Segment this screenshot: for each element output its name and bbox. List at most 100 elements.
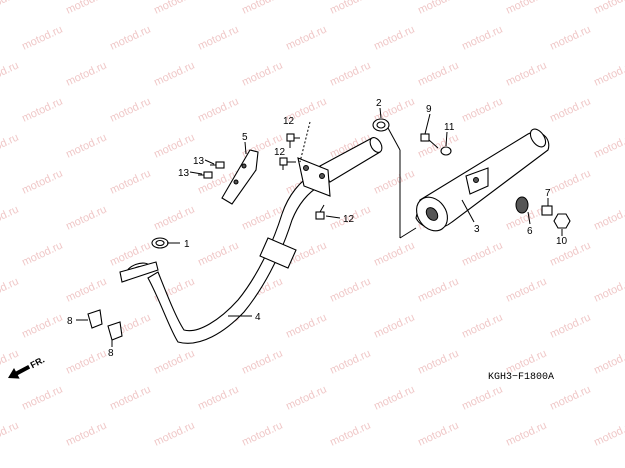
watermark-text: motod.ru — [108, 167, 152, 196]
callout-12-top: 12 — [283, 116, 295, 127]
watermark-text: motod.ru — [0, 203, 21, 232]
watermark-text: motod.ru — [152, 131, 196, 160]
watermark-text: motod.ru — [240, 59, 284, 88]
callout-7: 7 — [545, 188, 551, 199]
muffler — [415, 128, 550, 232]
rubber-6 — [515, 196, 529, 214]
watermark-text: motod.ru — [0, 59, 21, 88]
callout-8-a: 8 — [67, 316, 73, 327]
callout-3: 3 — [474, 224, 480, 235]
watermark-text: motod.ru — [592, 59, 625, 88]
watermark-text: motod.ru — [548, 23, 592, 52]
watermark-text: motod.ru — [592, 347, 625, 376]
watermark-text: motod.ru — [152, 0, 196, 17]
watermark-text: motod.ru — [548, 239, 592, 268]
nut-10 — [553, 213, 571, 229]
watermark-text: motod.ru — [372, 311, 416, 340]
watermark-text: motod.ru — [64, 347, 108, 376]
diagram-code: KGH3−F1800A — [488, 372, 554, 383]
watermark-text: motod.ru — [416, 59, 460, 88]
callout-9: 9 — [426, 104, 432, 115]
callout-8-b: 8 — [108, 348, 114, 359]
watermark-text: motod.ru — [0, 0, 21, 17]
watermark-text: motod.ru — [196, 383, 240, 412]
watermark-text: motod.ru — [284, 23, 328, 52]
watermark-text: motod.ru — [0, 131, 21, 160]
watermark-text: motod.ru — [328, 419, 372, 448]
watermark-text: motod.ru — [416, 347, 460, 376]
watermark-text: motod.ru — [64, 0, 108, 17]
heat-protector — [221, 149, 259, 205]
watermark-text: motod.ru — [64, 203, 108, 232]
watermark-text: motod.ru — [64, 419, 108, 448]
collar-7 — [541, 205, 553, 216]
watermark-text: motod.ru — [240, 419, 284, 448]
watermark-text: motod.ru — [416, 275, 460, 304]
watermark-text: motod.ru — [548, 167, 592, 196]
watermark-text: motod.ru — [152, 419, 196, 448]
washer-11 — [440, 146, 452, 156]
watermark-text: motod.ru — [20, 95, 64, 124]
watermark-text: motod.ru — [592, 0, 625, 17]
watermark-text: motod.ru — [372, 239, 416, 268]
watermark-text: motod.ru — [372, 23, 416, 52]
watermark-text: motod.ru — [196, 239, 240, 268]
watermark-text: motod.ru — [460, 311, 504, 340]
watermark-text: motod.ru — [64, 59, 108, 88]
watermark-text: motod.ru — [152, 59, 196, 88]
callout-10: 10 — [556, 236, 568, 247]
watermark-text: motod.ru — [548, 383, 592, 412]
watermark-text: motod.ru — [592, 419, 625, 448]
watermark-text: motod.ru — [152, 203, 196, 232]
watermark-text: motod.ru — [504, 419, 548, 448]
watermark-text: motod.ru — [20, 23, 64, 52]
watermark-text: motod.ru — [20, 383, 64, 412]
callout-2: 2 — [376, 98, 382, 109]
watermark-text: motod.ru — [328, 347, 372, 376]
watermark-text: motod.ru — [108, 95, 152, 124]
watermark-text: motod.ru — [372, 167, 416, 196]
watermark-text: motod.ru — [20, 239, 64, 268]
watermark-text: motod.ru — [592, 203, 625, 232]
watermark-text: motod.ru — [460, 23, 504, 52]
watermark-text: motod.ru — [504, 0, 548, 17]
callout-1: 1 — [184, 239, 190, 250]
watermark-text: motod.ru — [416, 419, 460, 448]
leader-lines — [76, 107, 563, 347]
watermark-text: motod.ru — [196, 95, 240, 124]
watermark-text: motod.ru — [108, 23, 152, 52]
watermark-text: motod.ru — [284, 311, 328, 340]
nut-8-b — [107, 321, 123, 341]
watermark-text: motod.ru — [328, 275, 372, 304]
bolt-12-low — [315, 204, 325, 220]
watermark-text: motod.ru — [240, 347, 284, 376]
watermark-text: motod.ru — [284, 383, 328, 412]
watermark-text: motod.ru — [460, 383, 504, 412]
watermark-text: motod.ru — [328, 59, 372, 88]
callout-13-a: 13 — [193, 156, 205, 167]
watermark-text: motod.ru — [460, 239, 504, 268]
nut-8-a — [87, 309, 103, 329]
bolt-12-mid — [279, 157, 288, 170]
watermark-text: motod.ru — [592, 131, 625, 160]
watermark-text: motod.ru — [504, 59, 548, 88]
watermark-text: motod.ru — [0, 275, 21, 304]
watermark-text: motod.ru — [548, 95, 592, 124]
watermark-text: motod.ru — [20, 167, 64, 196]
callout-12-mid: 12 — [274, 147, 286, 158]
watermark-text: motod.ru — [460, 95, 504, 124]
exhaust-pipe — [119, 137, 383, 344]
callout-11: 11 — [444, 122, 455, 133]
front-arrow-label: FR. — [29, 355, 46, 371]
watermark-text: motod.ru — [64, 131, 108, 160]
bolt-12-top — [286, 133, 295, 148]
watermark-text: motod.ru — [240, 0, 284, 17]
watermark-text: motod.ru — [64, 275, 108, 304]
watermark-text: motod.ru — [152, 347, 196, 376]
watermark-text: motod.ru — [548, 311, 592, 340]
watermark-text: motod.ru — [196, 23, 240, 52]
watermark-text: motod.ru — [416, 0, 460, 17]
callout-6: 6 — [527, 226, 533, 237]
watermark-text: motod.ru — [20, 311, 64, 340]
